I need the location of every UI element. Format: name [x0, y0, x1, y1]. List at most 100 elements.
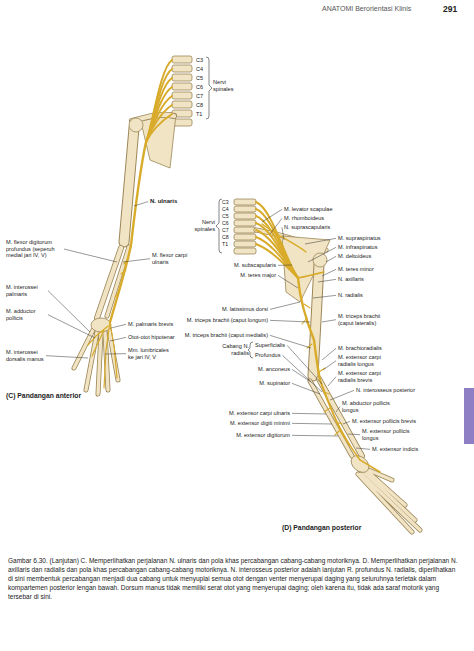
radius-outline — [319, 379, 362, 456]
panel-title: (D) Pandangan posterior — [282, 524, 361, 532]
vertebra — [172, 83, 192, 90]
leader-line — [110, 337, 126, 341]
nerve-branches — [88, 258, 129, 388]
vertebra — [172, 56, 192, 63]
radial-nerve — [298, 278, 320, 380]
part-label: M. extensor pollicis longus — [362, 428, 422, 441]
part-label: N. interosseus posterior — [356, 387, 415, 394]
vertebra-label: C6 — [222, 220, 229, 226]
figure-caption: Gambar 6.30. (Lanjutan) C. Memperlihatka… — [8, 556, 458, 601]
nerve-root — [256, 230, 298, 278]
part-label: N. radialis — [338, 292, 363, 299]
part-label: M. adductor pollicis — [6, 308, 46, 321]
ulna — [310, 381, 352, 456]
leader-line — [283, 355, 323, 392]
vertebra — [234, 220, 256, 226]
nerve-root — [146, 78, 172, 142]
leader-line — [48, 291, 90, 332]
leader-line — [64, 249, 117, 262]
leader-line — [262, 209, 282, 222]
carpal-bones — [348, 452, 372, 476]
bracket — [206, 57, 212, 119]
ulna — [107, 247, 129, 316]
leader-lines — [46, 202, 370, 450]
nerve-root — [146, 114, 172, 142]
part-label: M. anconeus — [258, 366, 290, 373]
leader-line — [356, 448, 370, 449]
leader-line — [292, 435, 338, 437]
leader-line — [270, 218, 282, 234]
ulna-outline — [310, 381, 352, 456]
group-label: Nervi spinales — [213, 79, 239, 92]
vertebra — [234, 241, 256, 247]
part-label: M. latissimus dorsi — [222, 306, 268, 313]
part-label: M. levator scapulae — [284, 206, 333, 213]
nerve-root — [146, 105, 172, 142]
part-label: M. brachioradialis — [338, 345, 382, 352]
vertebra-label: C4 — [196, 66, 203, 73]
leader-line — [278, 265, 292, 266]
fingers — [74, 330, 118, 394]
part-label: M. subscapularis — [234, 262, 276, 269]
panel-title: (C) Pandangan anterior — [6, 392, 81, 400]
leader-line — [330, 390, 354, 400]
leader-line — [292, 423, 332, 425]
leader-line — [326, 256, 336, 262]
vertebra — [234, 234, 256, 240]
page-number: 291 — [443, 4, 457, 14]
part-label: Superficialis — [255, 342, 285, 349]
part-label: Otot-otot hipotenar — [128, 334, 175, 341]
vertebra-label: C7 — [196, 93, 203, 100]
vertebra-label: C4 — [222, 206, 229, 212]
nerve-root — [146, 96, 172, 142]
radius — [319, 379, 362, 456]
part-label: M. flexor carpi ulnaris — [152, 252, 192, 265]
leader-line — [336, 407, 340, 412]
part-label: M. extensor carpi radialis longus — [338, 354, 396, 367]
vertebra — [234, 248, 256, 254]
humeral-head — [313, 253, 327, 267]
vertebra-label: C7 — [222, 227, 229, 233]
vertebral-column — [234, 199, 256, 254]
vertebra-label: C5 — [222, 213, 229, 219]
part-label: M. triceps brachii (caput lateralis) — [338, 313, 392, 326]
part-label: M. triceps brachii (caput medialis) — [185, 332, 268, 339]
finger-outlines — [358, 468, 420, 532]
vertebra — [234, 213, 256, 219]
leader-line — [322, 269, 336, 276]
part-label: M. extensor carpi radialis brevis — [338, 370, 396, 383]
leader-line — [322, 348, 336, 360]
leader-line — [318, 279, 336, 282]
leader-line — [48, 315, 95, 338]
part-label: N. suprascapularis — [284, 224, 330, 231]
vertebra-label: C3 — [222, 199, 229, 205]
leader-line — [322, 320, 336, 322]
leader-line — [270, 320, 310, 322]
part-label: N. ulnaris — [150, 198, 177, 205]
nerve-root — [146, 87, 172, 142]
leader-line — [328, 377, 336, 386]
part-label: M. extensor digitorum — [236, 432, 290, 439]
group-label: Cabang N. radialis — [217, 343, 249, 356]
muscle-branches — [302, 304, 342, 435]
leader-line — [46, 356, 88, 358]
part-label: M. triceps brachii (caput longum) — [187, 317, 268, 324]
arm-bones — [310, 264, 420, 532]
part-label: M. palmaris brevis — [128, 321, 173, 328]
leader-line — [305, 238, 336, 244]
page-header: ANATOMI Berorientasi Klinis — [322, 5, 411, 13]
part-label: M. extensor pollicis brevis — [352, 418, 416, 425]
vertebra-label: T1 — [196, 111, 202, 118]
leader-line — [292, 383, 320, 394]
vertebra — [234, 206, 256, 212]
leader-line — [278, 275, 298, 288]
leader-line — [292, 413, 326, 415]
vertebra — [172, 65, 192, 72]
leader-line — [111, 324, 126, 328]
part-label: M. interossei palmaris — [6, 284, 46, 297]
leader-line — [105, 353, 126, 354]
vertebra — [172, 101, 192, 108]
part-label: Mm. lumbricales ke jari IV, V — [128, 347, 174, 360]
leader-line — [313, 295, 336, 298]
